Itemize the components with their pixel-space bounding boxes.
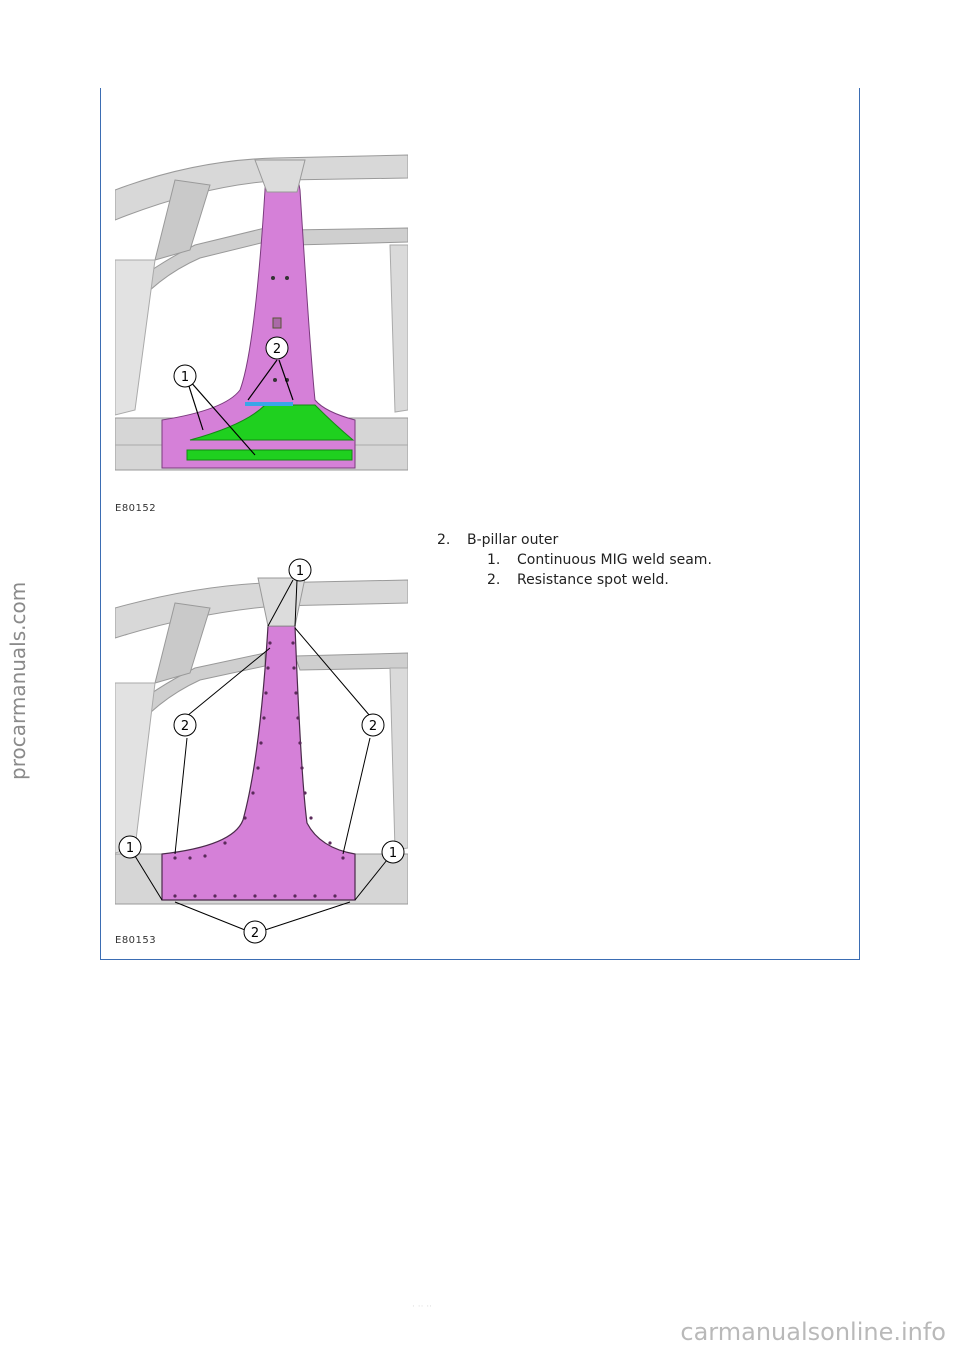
watermark-carmanualsonline: carmanualsonline.info bbox=[680, 1318, 946, 1346]
item-text: Resistance spot weld. bbox=[517, 572, 669, 588]
watermark-procarmanuals: procarmanuals.com bbox=[6, 581, 30, 780]
item-text: Continuous MIG weld seam. bbox=[517, 552, 712, 568]
callout-2: 2 bbox=[251, 926, 259, 941]
callout-1: 1 bbox=[389, 846, 397, 861]
step-number: 2. bbox=[437, 532, 451, 548]
content-panel bbox=[100, 88, 860, 960]
figure-code: E80152 bbox=[115, 503, 157, 514]
figure-e80152: 1 2 bbox=[115, 150, 408, 472]
step-item: 2. Resistance spot weld. bbox=[437, 570, 712, 590]
callout-1: 1 bbox=[296, 564, 304, 579]
step-item: 1. Continuous MIG weld seam. bbox=[437, 550, 712, 570]
item-number: 2. bbox=[487, 572, 501, 588]
step-description: 2. B-pillar outer 1. Continuous MIG weld s… bbox=[437, 530, 712, 590]
callout-1: 1 bbox=[126, 841, 134, 856]
figure-code: E80153 bbox=[115, 935, 157, 946]
item-number: 1. bbox=[487, 552, 501, 568]
page-marker: · ·· ·· bbox=[412, 1302, 433, 1312]
step-title: B-pillar outer bbox=[467, 532, 559, 548]
figure-e80153: 1 2 2 1 1 2 bbox=[115, 558, 408, 944]
callout-2: 2 bbox=[273, 342, 281, 357]
callout-1: 1 bbox=[181, 370, 189, 385]
callout-2: 2 bbox=[181, 719, 189, 734]
step-title-row: 2. B-pillar outer bbox=[437, 530, 712, 550]
callout-2: 2 bbox=[369, 719, 377, 734]
